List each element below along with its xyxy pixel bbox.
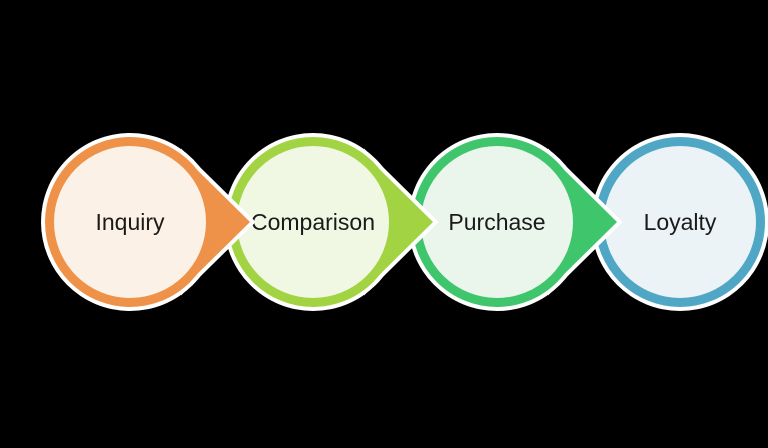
stage-loyalty: Loyalty <box>591 133 768 311</box>
stage-label: Purchase <box>448 209 545 235</box>
stage-purchase: Purchase <box>408 133 623 311</box>
stage-inquiry: Inquiry <box>41 133 256 311</box>
stage-label: Inquiry <box>95 209 165 235</box>
stage-label: Loyalty <box>644 209 717 235</box>
stage-circle <box>45 137 215 307</box>
stage-comparison: Comparison <box>224 133 439 311</box>
stage-label: Comparison <box>251 209 375 235</box>
